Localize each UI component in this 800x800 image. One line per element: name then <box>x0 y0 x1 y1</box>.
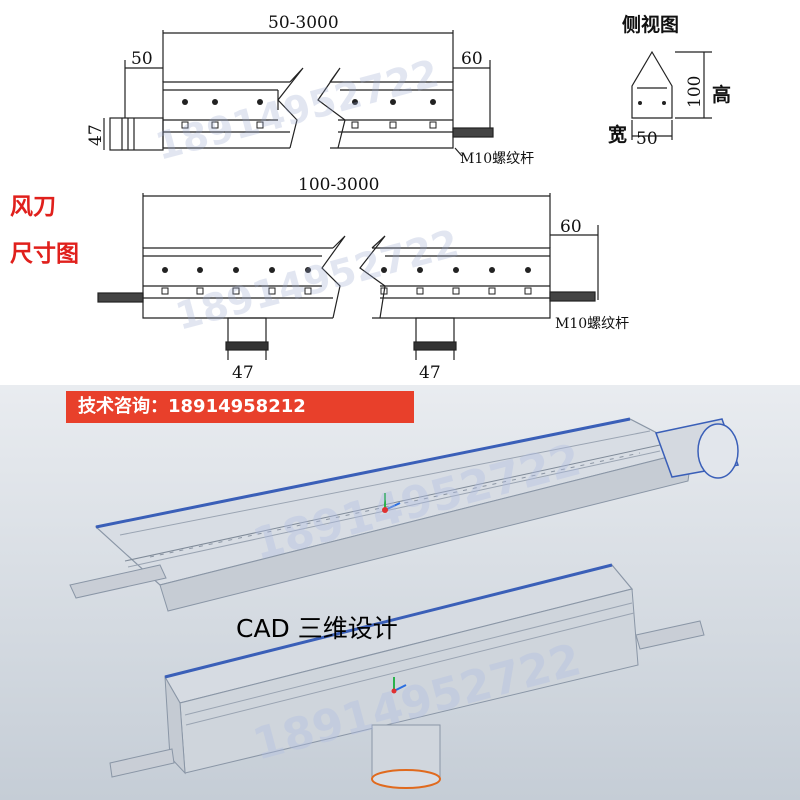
dim-bottom-port-1: 47 <box>232 363 254 383</box>
dim-top-thread: M10螺纹杆 <box>460 151 534 167</box>
height-label: 高 <box>712 84 732 106</box>
dim-side-height: 100 <box>685 76 705 108</box>
cad-label: CAD 三维设计 <box>236 614 398 643</box>
drawing-title-line2: 尺寸图 <box>10 241 79 267</box>
side-view-title: 侧视图 <box>622 14 680 36</box>
dim-bottom-port-2: 47 <box>419 363 441 383</box>
dim-top-right-offset: 60 <box>461 49 483 69</box>
dim-bottom-right-offset: 60 <box>560 217 582 237</box>
width-label: 宽 <box>608 124 628 146</box>
dimension-drawing: 50-3000 50 60 47 M10螺纹杆 100-3000 60 M10螺… <box>86 13 712 383</box>
dim-top-overall: 50-3000 <box>268 13 339 33</box>
consult-banner: 技术咨询：18914958212 <box>66 391 414 423</box>
watermark-top-1: 18914952722 <box>151 51 443 169</box>
cad-model-upper <box>69 417 739 612</box>
dim-bottom-thread: M10螺纹杆 <box>555 316 629 332</box>
watermark-top-2: 18914952722 <box>171 221 463 339</box>
dim-top-motor: 47 <box>86 124 106 146</box>
drawing-title-line1: 风刀 <box>10 194 56 220</box>
cad-3d-render: 18914952722 18914952722 <box>0 385 800 800</box>
dim-bottom-overall: 100-3000 <box>298 175 379 195</box>
dim-top-left-offset: 50 <box>131 49 153 69</box>
cad-model-lower <box>109 563 705 789</box>
dim-side-width: 50 <box>636 129 658 149</box>
